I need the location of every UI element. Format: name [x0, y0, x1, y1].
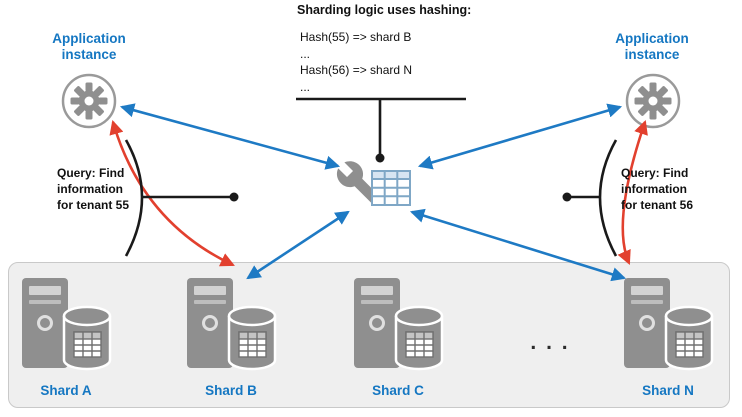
shard-item-c: Shard C [352, 276, 444, 398]
shard-label: Shard N [642, 383, 694, 398]
hash-line-3: Hash(56) => shard N [300, 63, 413, 77]
wrench-icon [336, 161, 381, 205]
shard-label: Shard C [372, 383, 424, 398]
shard-item-n: Shard N [622, 276, 714, 398]
blue-arrow-app-left-to-map [119, 103, 341, 170]
server-database-icon [622, 276, 714, 372]
server-database-icon [185, 276, 277, 372]
app-instance-left-label: Application instance [52, 31, 126, 62]
query-right-dot [562, 192, 572, 202]
server-database-icon [20, 276, 112, 372]
hash-line-2: ... [300, 46, 311, 61]
gear-icon-left [61, 73, 117, 129]
diagram-title: Sharding logic uses hashing: [297, 3, 472, 17]
blue-arrow-app-right-to-map [417, 103, 623, 170]
hash-line-1: Hash(55) => shard B [300, 30, 412, 44]
hash-example-block: Hash(55) => shard B ... Hash(56) => shar… [300, 29, 412, 95]
shard-item-a: Shard A [20, 276, 112, 398]
hash-line-4: ... [300, 79, 311, 94]
shard-map-table-icon [371, 170, 411, 206]
shard-label: Shard A [40, 383, 92, 398]
ellipsis-between-shards: . . . [530, 331, 570, 354]
shard-item-b: Shard B [185, 276, 277, 398]
query-left-dot [229, 192, 239, 202]
app-instance-right-label: Application instance [615, 31, 689, 62]
query-right-text: Query: Find information for tenant 56 [621, 166, 694, 212]
gear-icon-right [625, 73, 681, 129]
server-database-icon [352, 276, 444, 372]
query-right-arc [598, 139, 618, 257]
shard-label: Shard B [205, 383, 257, 398]
query-left-text: Query: Find information for tenant 55 [57, 166, 130, 212]
